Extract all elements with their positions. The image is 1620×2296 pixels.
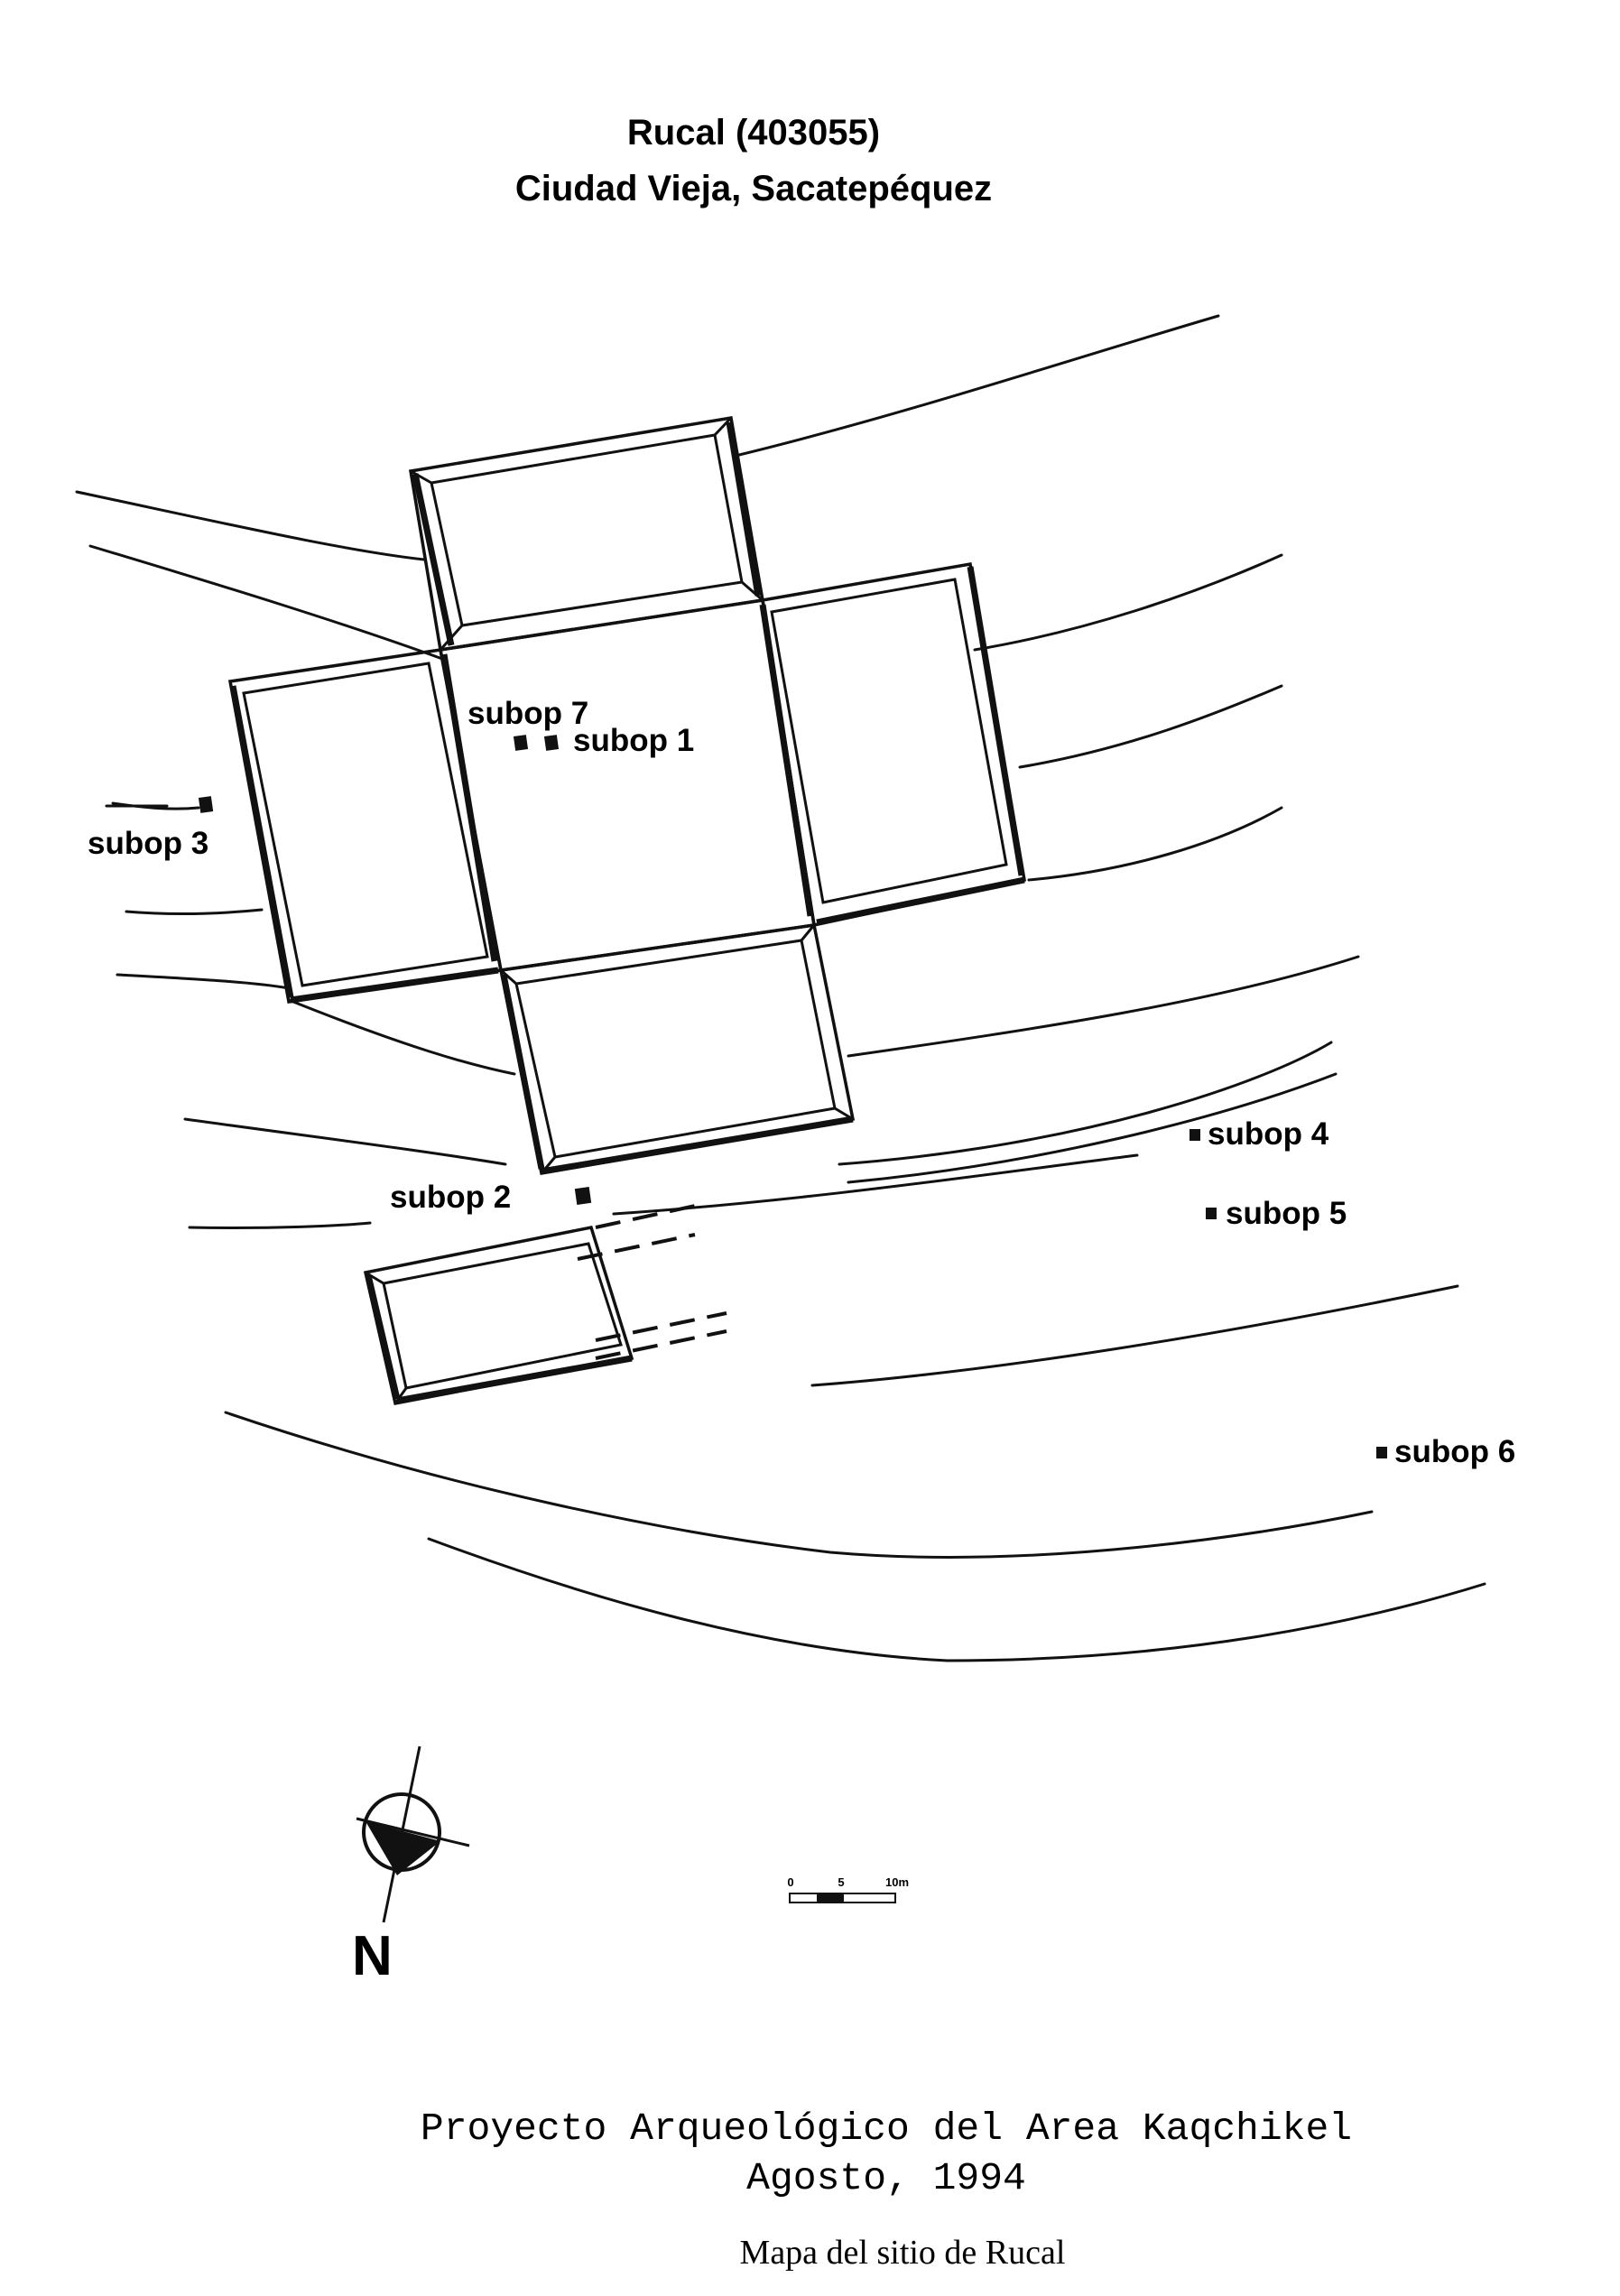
contour-line: [116, 973, 291, 990]
subop-markers: [198, 735, 1387, 1458]
platform-east: [761, 561, 1027, 928]
subop-2-marker: [574, 1186, 592, 1206]
subop-5-marker: [1206, 1208, 1217, 1219]
map-subtitle: Ciudad Vieja, Sacatepéquez: [515, 169, 992, 208]
platform-long: [363, 1203, 727, 1406]
subop-1-label: subop 1: [573, 723, 694, 758]
map-title: Rucal (403055): [627, 113, 880, 153]
dashed-wall: [595, 1203, 700, 1229]
dashed-wall: [595, 1329, 727, 1360]
subop-3-marker: [198, 796, 214, 813]
map-caption: Mapa del sitio de Rucal: [740, 2234, 1066, 2272]
subop-7-label: subop 7: [467, 696, 588, 731]
compass-arrowhead: [366, 1821, 440, 1875]
contour-line: [75, 490, 426, 561]
contour-line: [847, 1072, 1338, 1184]
subop-2-label: subop 2: [390, 1180, 511, 1215]
subop-4-label: subop 4: [1208, 1116, 1329, 1152]
contour-line: [810, 1284, 1459, 1387]
scale-tick-5: 5: [838, 1875, 844, 1889]
subop-7-marker: [513, 735, 529, 751]
contour-line: [287, 998, 516, 1076]
contour-line: [125, 908, 264, 916]
project-name: Proyecto Arqueológico del Area Kaqchikel: [421, 2106, 1352, 2151]
scale-bar-black-segment: [817, 1893, 844, 1903]
contour-line: [734, 314, 1220, 458]
platform-central: [438, 598, 817, 972]
contour-line: [838, 1041, 1333, 1166]
contour-line: [427, 1537, 1486, 1662]
subop-6-label: subop 6: [1394, 1434, 1515, 1469]
contour-line: [847, 955, 1360, 1058]
subop-3-label: subop 3: [88, 826, 208, 861]
scale-tick-10m: 10m: [885, 1875, 909, 1889]
scale-tick-0: 0: [787, 1875, 793, 1889]
north-arrow: N: [352, 1745, 470, 1987]
contour-line: [111, 801, 200, 810]
dashed-wall: [595, 1311, 727, 1342]
platform-south: [498, 923, 856, 1176]
scale-bar: 0 5 10m: [787, 1875, 909, 1903]
north-label: N: [352, 1925, 393, 1987]
contour-line: [1027, 806, 1283, 882]
subop-5-label: subop 5: [1226, 1196, 1347, 1231]
subop-6-marker: [1376, 1447, 1387, 1458]
contour-line: [973, 553, 1283, 652]
contour-lines: [75, 314, 1486, 1662]
contour-line: [183, 1117, 507, 1166]
compass-crossbar: [356, 1817, 470, 1847]
platform-north: [408, 415, 765, 652]
subop-labels: subop 7 subop 1 subop 3 subop 2 subop 4 …: [88, 696, 1515, 1469]
subop-1-marker: [543, 735, 560, 751]
project-date: Agosto, 1994: [746, 2156, 1026, 2200]
contour-line: [88, 544, 444, 661]
subop-4-marker: [1190, 1129, 1200, 1141]
contour-line: [1018, 684, 1283, 769]
contour-line: [612, 1153, 1139, 1216]
contour-line: [224, 1411, 1374, 1559]
contour-line: [188, 1221, 372, 1230]
platform-west: [227, 648, 504, 1004]
dashed-wall: [577, 1233, 696, 1261]
